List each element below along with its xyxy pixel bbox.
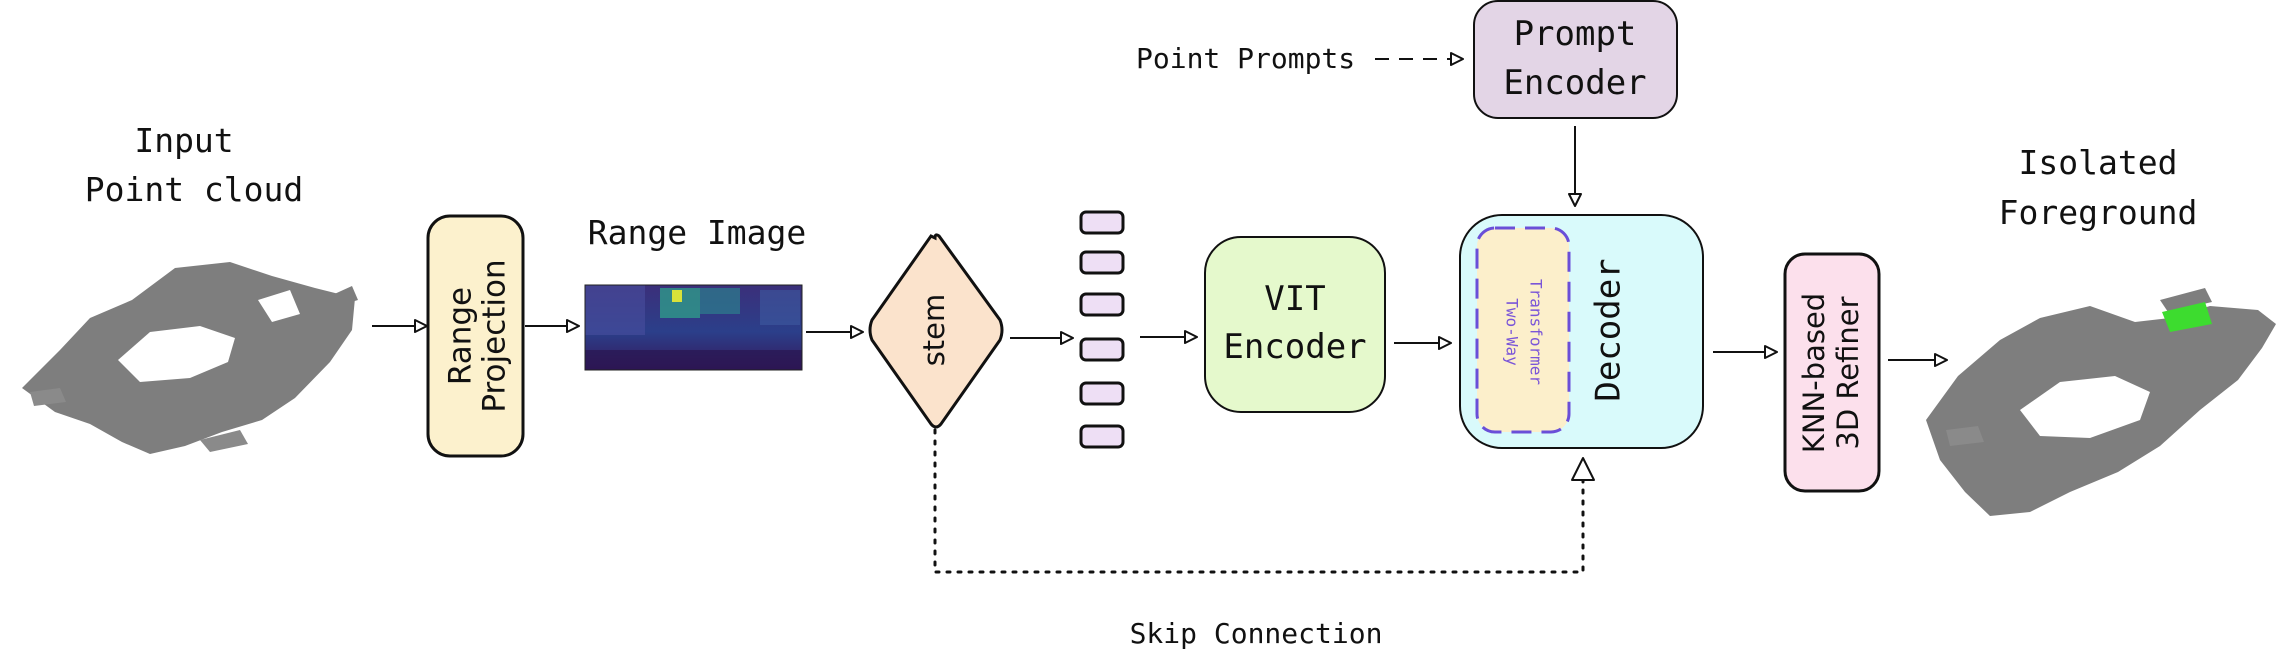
range-image-title: Range Image [588, 213, 807, 252]
stem-diamond [868, 233, 1004, 429]
vit-encoder-label-line2: Encoder [1223, 327, 1366, 367]
input-title-line2: Point cloud [85, 170, 304, 209]
output-point-cloud [1926, 288, 2276, 516]
isolated-title-line1: Isolated [2019, 143, 2178, 182]
point-prompts-label: Point Prompts [1136, 42, 1355, 75]
range-image-thumbnail [584, 284, 803, 371]
vit-encoder-label-line1: VIT [1264, 279, 1325, 319]
prompt-encoder-box [1473, 0, 1678, 119]
range-projection-box [426, 214, 525, 458]
token-column [1079, 210, 1125, 449]
input-point-cloud [22, 262, 358, 454]
range-projection-label-line1: Range [443, 287, 479, 385]
token [1079, 210, 1125, 235]
prompt-encoder-label-line2: Encoder [1503, 63, 1646, 103]
two-way-transformer-box [1475, 226, 1571, 434]
skip-connection-arrowhead [1571, 457, 1595, 481]
token [1079, 337, 1125, 362]
two-way-transformer-label-line2: Transformer [1527, 279, 1546, 385]
range-projection-label-line2: Projection [477, 259, 513, 412]
skip-connection-label: Skip Connection [1130, 617, 1383, 650]
token [1079, 381, 1125, 406]
isolated-title-line2: Foreground [1999, 193, 2198, 232]
knn-refiner-label-line2: 3D Refiner [1831, 296, 1865, 449]
token [1079, 424, 1125, 449]
decoder-label: Decoder [1589, 258, 1629, 401]
two-way-transformer-label-line1: Two-Way [1503, 298, 1522, 366]
vit-encoder-box [1204, 236, 1386, 413]
token [1079, 250, 1125, 275]
knn-refiner-box [1783, 252, 1881, 493]
prompt-encoder-label-line1: Prompt [1514, 14, 1637, 54]
input-title-line1: Input [134, 121, 233, 160]
skip-connection-line [933, 428, 1585, 574]
stem-label: stem [917, 294, 951, 367]
knn-refiner-label-line1: KNN-based [1797, 293, 1831, 453]
token [1079, 292, 1125, 317]
foreground-object [2162, 302, 2212, 332]
